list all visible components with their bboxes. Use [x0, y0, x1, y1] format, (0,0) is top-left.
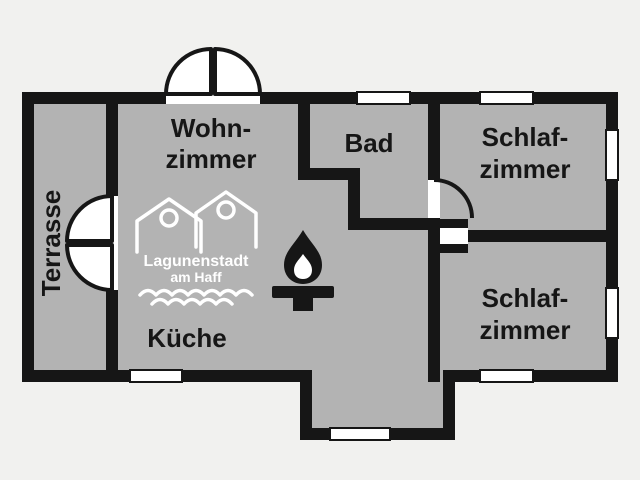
wohnzimmer-label-line1: Wohn- [171, 113, 251, 143]
wall-segment [348, 168, 360, 230]
house-icon-right [194, 190, 258, 249]
door-leaf-bottom [65, 243, 114, 292]
logo: Lagunenstadt am Haff [135, 190, 258, 306]
door-gap [440, 228, 468, 244]
bedroom-sliding-door-icon [428, 219, 468, 253]
window [605, 129, 619, 181]
bad-label: Bad [344, 128, 393, 158]
schlafzimmer-oben-label-line1: Schlaf- [482, 122, 569, 152]
schlafzimmer-unten-label-line2: zimmer [479, 315, 570, 345]
window [479, 369, 534, 383]
door-leaf-top [65, 194, 114, 243]
terrace-double-door-icon [65, 194, 114, 292]
door-jamb [428, 219, 468, 228]
wall-segment [106, 290, 118, 382]
schlafzimmer-oben-label-line2: zimmer [479, 154, 570, 184]
terrasse-label: Terrasse [36, 190, 66, 297]
window [479, 91, 534, 105]
kueche-label: Küche [147, 323, 226, 353]
window [605, 287, 619, 339]
entrance-double-door-icon [164, 47, 262, 96]
wall-segment [22, 92, 34, 382]
bedroom-door-arc-icon [433, 178, 474, 219]
wall-segment [298, 168, 360, 180]
wall-segment [348, 218, 440, 230]
house-window-icon-right [216, 200, 236, 220]
wall-segment [300, 370, 312, 440]
wall-segment [466, 230, 618, 242]
wall-segment [443, 370, 455, 440]
wohnzimmer-label-line2: zimmer [165, 144, 256, 174]
window [329, 427, 391, 441]
windows [129, 91, 619, 441]
wall-segment [106, 92, 118, 196]
bedroom-door-opening [428, 180, 440, 218]
door-leaf-left [164, 47, 213, 96]
house-window-icon-left [159, 208, 179, 228]
flame-inner [294, 254, 312, 279]
wall-segment [298, 92, 310, 180]
stove-top [272, 286, 334, 298]
schlafzimmer-unten-label-line1: Schlaf- [482, 283, 569, 313]
door-jamb [428, 244, 468, 253]
logo-text-line2: am Haff [170, 269, 222, 285]
stove-base [293, 298, 313, 311]
window [129, 369, 183, 383]
waves-icon-bottom [150, 297, 234, 306]
fireplace-icon [272, 230, 334, 311]
wall-segment [428, 92, 440, 180]
logo-text-line1: Lagunenstadt [144, 253, 250, 270]
waves-icon-top [138, 288, 254, 297]
wall-segment [428, 218, 440, 382]
door-leaf-right [213, 47, 262, 96]
window [356, 91, 411, 105]
house-icon-left [135, 197, 203, 254]
